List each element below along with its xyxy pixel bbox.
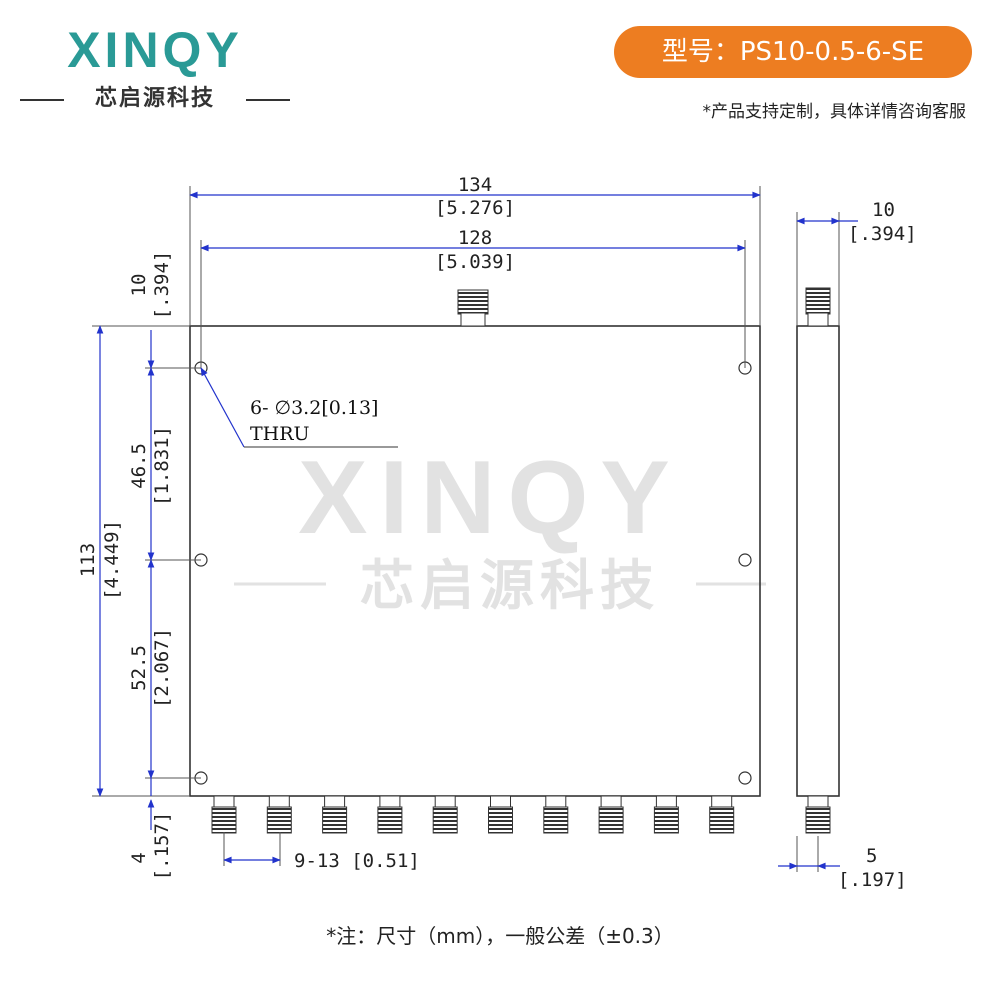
input-connector bbox=[457, 289, 489, 327]
output-connector bbox=[488, 795, 513, 834]
output-connector bbox=[543, 795, 569, 834]
output-connector bbox=[266, 795, 292, 834]
dim-hole-spacing-lower-inch: [2.067] bbox=[151, 628, 173, 708]
output-connectors bbox=[211, 795, 735, 834]
dim-hole-spacing-x-mm: 128 bbox=[458, 227, 492, 249]
watermark-subtitle: 芯启源科技 bbox=[360, 554, 660, 617]
hole-callout: 6- ∅3.2[0.13] THRU bbox=[200, 367, 398, 448]
side-connector-top bbox=[805, 287, 831, 327]
watermark: XINQY 芯启源科技 bbox=[234, 440, 766, 617]
dim-hole-spacing-x: 128 [5.039] bbox=[200, 227, 746, 368]
dim-hole-spacing-upper-inch: [1.831] bbox=[151, 426, 173, 506]
dim-side-bottom-inch: [.197] bbox=[838, 869, 907, 891]
dim-overall-width: 134 [5.276] bbox=[189, 174, 761, 326]
dim-bottom-offset-mm: 4 bbox=[128, 852, 150, 863]
dim-hole-spacing-x-inch: [5.039] bbox=[435, 251, 515, 273]
output-connector bbox=[709, 795, 735, 834]
footer-note: *注：尺寸（mm），一般公差（±0.3） bbox=[326, 924, 674, 948]
output-connector bbox=[653, 795, 679, 834]
dim-hole-spacing-upper-mm: 46.5 bbox=[128, 443, 150, 489]
output-connector bbox=[377, 795, 403, 834]
hole-callout-size: 6- ∅3.2[0.13] bbox=[250, 397, 378, 419]
logo-wordmark: XINQY bbox=[67, 22, 243, 78]
dim-connector-offset-inch: [.394] bbox=[151, 251, 173, 320]
dim-connector-pitch-text: 9-13 [0.51] bbox=[294, 850, 420, 872]
output-connector bbox=[211, 795, 237, 834]
dim-connector-offset-mm: 10 bbox=[128, 274, 150, 297]
hole-callout-thru: THRU bbox=[250, 423, 310, 445]
logo-subtitle: 芯启源科技 bbox=[20, 86, 290, 112]
brand-logo: XINQY 芯启源科技 bbox=[20, 22, 290, 112]
output-connector bbox=[322, 795, 348, 834]
dim-overall-width-inch: [5.276] bbox=[435, 197, 515, 219]
side-view-body bbox=[796, 325, 840, 797]
output-connector bbox=[598, 795, 624, 834]
dim-side-thickness-mm: 10 bbox=[872, 199, 895, 221]
dim-hole-spacing-lower-mm: 52.5 bbox=[128, 645, 150, 691]
dim-overall-width-mm: 134 bbox=[458, 174, 492, 196]
dim-overall-height-inch: [4.449] bbox=[101, 520, 123, 600]
dim-overall-height-mm: 113 bbox=[77, 543, 99, 577]
output-connector bbox=[432, 795, 458, 834]
custom-note: *产品支持定制，具体详情咨询客服 bbox=[702, 102, 967, 122]
dim-left-vertical bbox=[92, 325, 201, 830]
dim-side-bottom-mm: 5 bbox=[866, 845, 877, 867]
dim-bottom-offset-inch: [.157] bbox=[151, 812, 173, 881]
side-connector-bottom bbox=[805, 795, 831, 834]
model-badge: 型号：PS10-0.5-6-SE bbox=[614, 26, 972, 78]
logo-subtitle-text: 芯启源科技 bbox=[94, 86, 215, 111]
dim-side-thickness-inch: [.394] bbox=[848, 223, 917, 245]
side-view: 10 [.394] 5 [.197] bbox=[778, 199, 917, 891]
logo-rule-right bbox=[246, 99, 290, 101]
mount-hole bbox=[738, 771, 752, 785]
dim-connector-pitch: 9-13 [0.51] bbox=[223, 832, 420, 872]
watermark-word: XINQY bbox=[298, 440, 682, 556]
logo-rule-left bbox=[20, 99, 64, 101]
mount-hole bbox=[738, 553, 752, 567]
